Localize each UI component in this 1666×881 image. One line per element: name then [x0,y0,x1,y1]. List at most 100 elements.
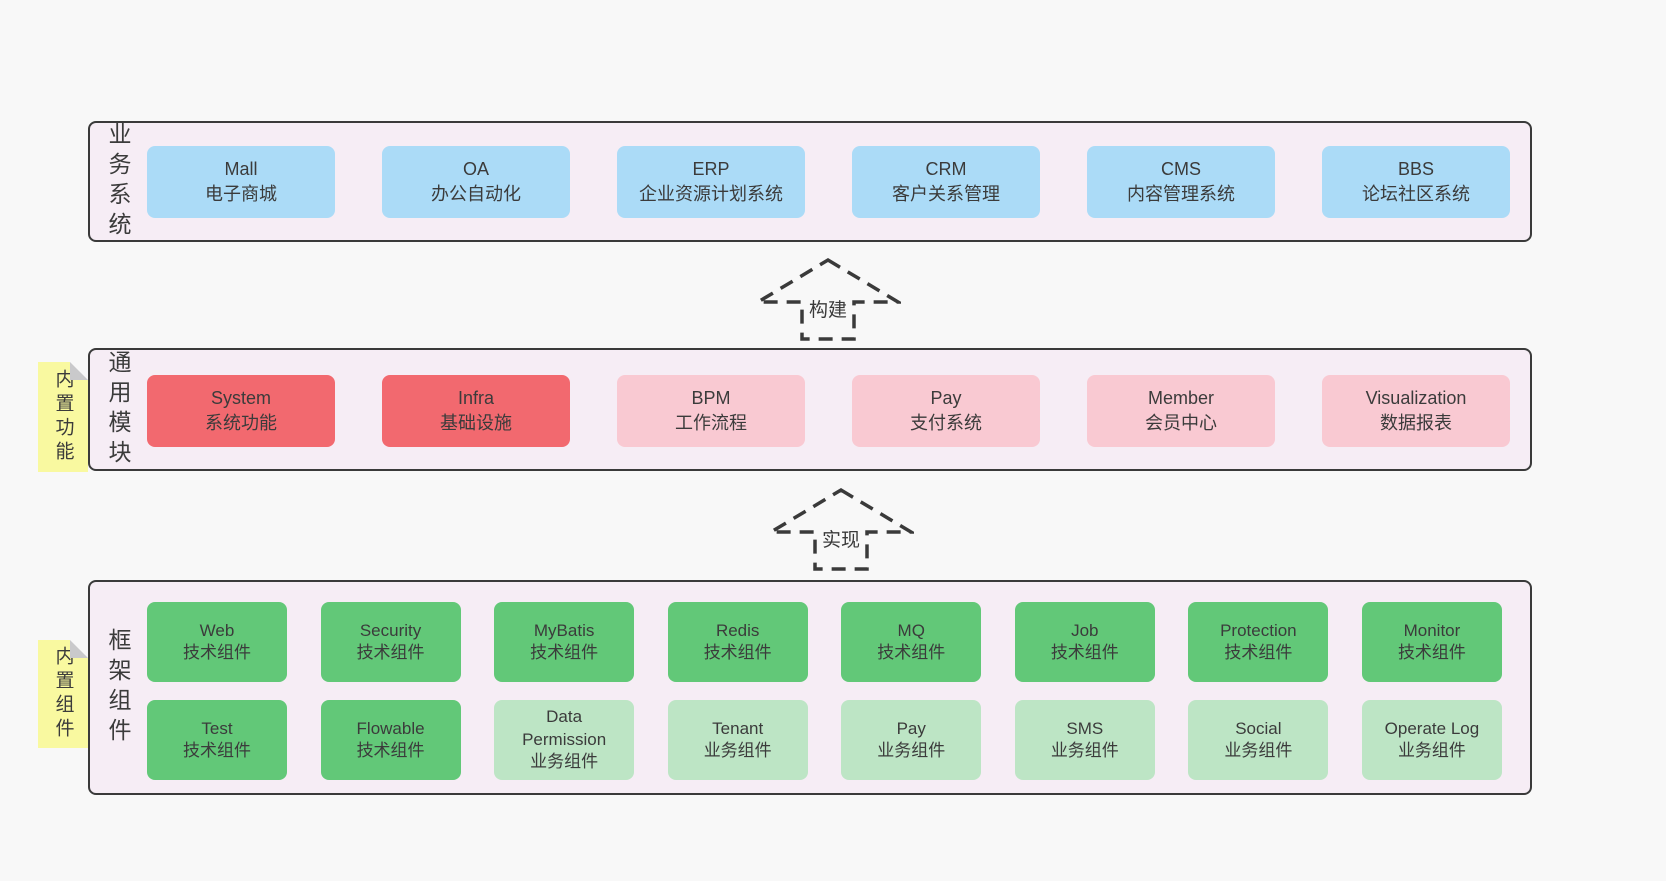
box-title: OA [462,158,489,179]
box-bpm: BPM 工作流程 [617,375,805,447]
box-subtitle: 数据报表 [1380,413,1452,433]
box-infra: Infra 基础设施 [382,375,570,447]
box-title: MyBatis [533,620,595,640]
band-label: 框架组件 [105,627,131,748]
box-subtitle: 业务组件 [1397,741,1466,760]
box-title: Job [1071,620,1099,640]
sticky-note-label: 内置组件 [52,646,74,742]
box-monitor: Monitor 技术组件 [1361,602,1502,682]
box-title: Web [199,620,235,640]
sticky-note-builtin-features: 内置功能 [38,362,88,472]
box-sms: SMS 业务组件 [1014,700,1155,780]
box-visualization: Visualization 数据报表 [1322,375,1510,447]
box-subtitle: 会员中心 [1145,413,1217,433]
box-mq: MQ 技术组件 [841,602,982,682]
box-subtitle: 技术组件 [877,643,946,662]
box-title: Infra [457,387,495,408]
box-member: Member 会员中心 [1087,375,1275,447]
box-crm: CRM 客户关系管理 [852,146,1040,218]
box-subtitle: 技术组件 [1050,643,1119,662]
box-protection: Protection 技术组件 [1188,602,1329,682]
box-title: ERP [692,158,730,179]
box-subtitle: 业务组件 [1050,741,1119,760]
box-flowable: Flowable 技术组件 [320,700,461,780]
framework-components-row-1: Web 技术组件 Security 技术组件 MyBatis 技术组件 Redi… [147,602,1502,682]
box-subtitle: 系统功能 [205,413,277,433]
box-title: System [210,387,271,408]
box-operate-log: Operate Log 业务组件 [1361,700,1502,780]
box-title: Redis [715,620,760,640]
band-business-systems: 业务系统 Mall 电子商城 OA 办公自动化 ERP 企业资源计划系统 CRM… [88,121,1532,242]
sticky-note-label: 内置功能 [52,369,74,465]
box-pay-system: Pay 支付系统 [852,375,1040,447]
band-label: 通用模块 [105,349,131,470]
box-subtitle: 技术组件 [1397,643,1466,662]
box-test: Test 技术组件 [147,700,287,780]
box-title: MQ [897,620,925,640]
box-subtitle: 客户关系管理 [892,184,1000,204]
box-title: Operate Log [1384,718,1480,738]
box-subtitle: 业务组件 [703,741,772,760]
box-subtitle: 技术组件 [703,643,772,662]
box-job: Job 技术组件 [1014,602,1155,682]
box-title: Protection [1220,620,1297,640]
up-arrow-implement: 实现 [768,487,914,573]
box-title: BBS [1397,158,1435,179]
box-cms: CMS 内容管理系统 [1087,146,1275,218]
box-title: Member [1147,387,1214,408]
box-subtitle: 技术组件 [356,741,425,760]
box-web: Web 技术组件 [147,602,287,682]
business-systems-row: Mall 电子商城 OA 办公自动化 ERP 企业资源计划系统 CRM 客户关系… [147,146,1510,218]
box-title: Pay [896,718,926,738]
box-title: Visualization [1365,387,1467,408]
box-tenant: Tenant 业务组件 [667,700,808,780]
box-subtitle: 技术组件 [183,643,251,662]
box-system: System 系统功能 [147,375,335,447]
dashed-up-arrow-icon [755,257,901,341]
band-label: 业务系统 [105,121,131,242]
box-title: CRM [925,158,967,179]
arrow-label: 实现 [818,525,864,552]
box-title: Social [1235,718,1282,738]
framework-components-row-2: Test 技术组件 Flowable 技术组件 Data Permission … [147,700,1502,780]
box-data-permission: Data Permission 业务组件 [494,700,635,780]
box-security: Security 技术组件 [320,602,461,682]
box-title: SMS [1066,718,1104,738]
dashed-up-arrow-icon [768,487,914,571]
box-title: Tenant [712,718,764,738]
box-subtitle: 电子商城 [205,184,277,204]
box-subtitle: 论坛社区系统 [1362,184,1470,204]
arrow-label: 构建 [805,295,851,322]
box-subtitle: 业务组件 [1224,741,1293,760]
box-subtitle: 技术组件 [183,741,251,760]
common-modules-row: System 系统功能 Infra 基础设施 BPM 工作流程 Pay 支付系统… [147,375,1510,447]
box-subtitle: 内容管理系统 [1127,184,1235,204]
box-subtitle: 基础设施 [440,413,512,433]
box-bbs: BBS 论坛社区系统 [1322,146,1510,218]
box-erp: ERP 企业资源计划系统 [617,146,805,218]
box-mybatis: MyBatis 技术组件 [494,602,635,682]
box-title: Flowable [356,718,425,738]
box-title: Data Permission [522,707,607,749]
box-mall: Mall 电子商城 [147,146,335,218]
box-subtitle: 技术组件 [1224,643,1293,662]
box-redis: Redis 技术组件 [667,602,808,682]
box-oa: OA 办公自动化 [382,146,570,218]
box-title: Security [359,620,422,640]
box-title: Mall [224,158,258,179]
box-subtitle: 办公自动化 [431,184,521,204]
box-social: Social 业务组件 [1188,700,1329,780]
box-title: Test [201,718,233,738]
box-subtitle: 支付系统 [910,413,982,433]
box-subtitle: 工作流程 [675,413,747,433]
box-subtitle: 业务组件 [530,752,599,772]
sticky-note-builtin-components: 内置组件 [38,640,88,748]
box-subtitle: 企业资源计划系统 [639,184,783,204]
box-subtitle: 业务组件 [877,741,946,760]
band-framework-components: 框架组件 Web 技术组件 Security 技术组件 MyBatis 技术组件… [88,580,1532,795]
box-pay-component: Pay 业务组件 [841,700,982,780]
box-title: CMS [1161,158,1201,179]
up-arrow-build: 构建 [755,257,901,343]
box-title: Monitor [1403,620,1461,640]
